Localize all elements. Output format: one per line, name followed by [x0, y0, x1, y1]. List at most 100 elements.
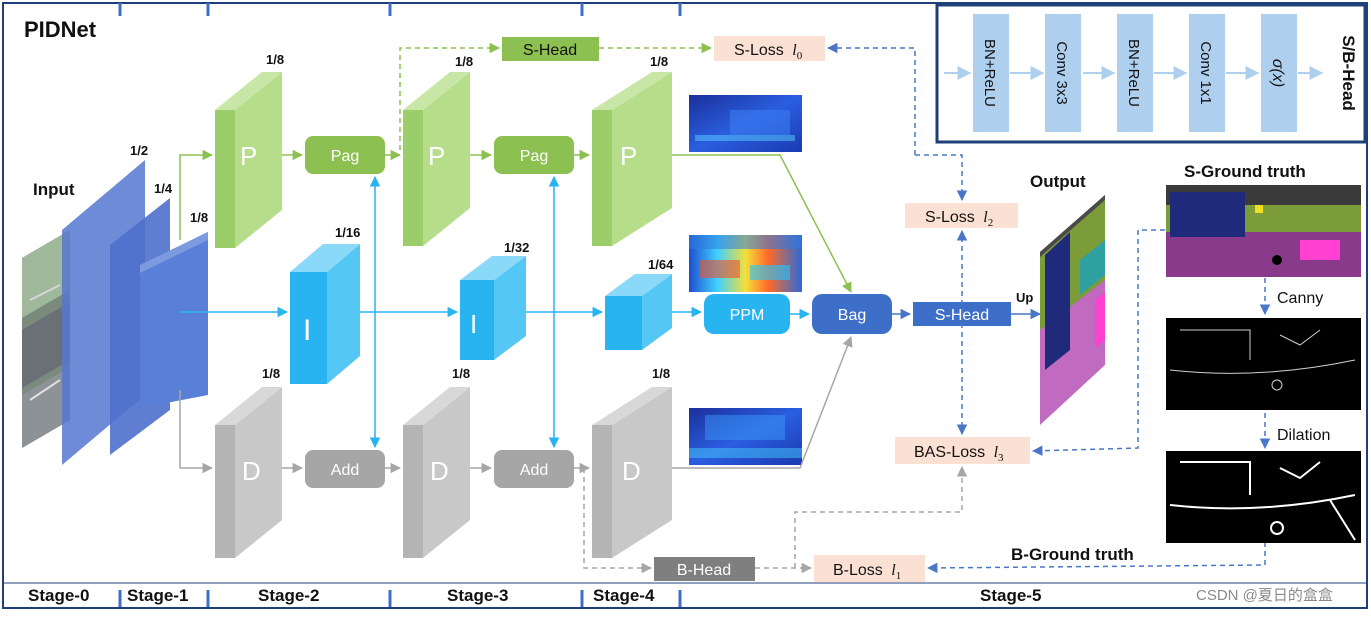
scale-label-p3: 1/8	[650, 54, 668, 69]
diagram-title: PIDNet	[24, 17, 97, 42]
s-loss-2-text: S-Loss	[925, 209, 975, 226]
d-branch-block-2: D	[403, 387, 470, 558]
bag-module: Bag	[812, 294, 892, 334]
svg-text:S-Loss l0: S-Loss l0	[734, 42, 803, 62]
b-head-label: B-Head	[677, 562, 731, 579]
stage-label-0: Stage-0	[28, 586, 89, 605]
scale-label-p1: 1/8	[266, 52, 284, 67]
i-branch-block-3	[605, 274, 672, 350]
head-legend: BN+ReLU Conv 3x3 BN+ReLU Conv 1x1 σ(x) S…	[935, 3, 1367, 144]
b-loss-1-box: B-Loss l1	[814, 555, 925, 582]
p-branch-block-3: P	[592, 72, 672, 246]
p-branch-block-1: P	[215, 72, 282, 248]
d-branch-block-3: D	[592, 387, 672, 558]
stage0-feature-stack	[62, 160, 208, 465]
s-ground-truth-label: S-Ground truth	[1184, 162, 1306, 181]
s-loss-0-subscript: 0	[797, 50, 803, 62]
output-label: Output	[1030, 172, 1086, 191]
stage-label-5: Stage-5	[980, 586, 1041, 605]
legend-block-bn-relu-2: BN+ReLU	[1125, 39, 1142, 107]
p-feature-map	[689, 95, 802, 152]
scale-label-thirtysecond: 1/32	[504, 240, 529, 255]
s-loss-0-text: S-Loss	[734, 42, 784, 59]
d-branch-mark-2: D	[430, 456, 449, 486]
i-feature-map	[689, 235, 802, 292]
b-loss-1-text: B-Loss	[833, 562, 883, 579]
b-ground-truth-label: B-Ground truth	[1011, 545, 1134, 564]
canny-edge-image	[1166, 318, 1361, 410]
pag-label-2: Pag	[520, 148, 548, 165]
scale-label-half: 1/2	[130, 143, 148, 158]
stage-label-4: Stage-4	[593, 586, 655, 605]
scale-label-p2: 1/8	[455, 54, 473, 69]
ppm-label: PPM	[730, 307, 765, 324]
b-loss-1-subscript: 1	[896, 570, 902, 582]
bas-loss-3-text: BAS-Loss	[914, 444, 985, 461]
s-loss-2-subscript: 2	[988, 217, 994, 229]
bas-loss-3-box: BAS-Loss l3	[895, 437, 1030, 464]
d-branch-mark-3: D	[622, 456, 641, 486]
d-branch-mark-1: D	[242, 456, 261, 486]
i-branch-mark-1: I	[303, 314, 311, 347]
pag-module-1: Pag	[305, 136, 385, 174]
input-label: Input	[33, 180, 75, 199]
dilation-label: Dilation	[1277, 427, 1330, 444]
s-ground-truth-image	[1166, 185, 1361, 277]
add-label-2: Add	[520, 462, 548, 479]
p-branch-arrows	[179, 42, 852, 293]
input-image	[22, 230, 70, 448]
s-loss-0-box: S-Loss l0	[714, 36, 825, 62]
d-branch-arrows	[179, 336, 968, 574]
d-feature-map	[689, 408, 802, 465]
stage-label-2: Stage-2	[258, 586, 319, 605]
i-branch-arrows	[180, 175, 811, 449]
scale-label-sixtyfourth: 1/64	[648, 257, 674, 272]
stage-label-1: Stage-1	[127, 586, 188, 605]
d-branch-block-1: D	[215, 387, 282, 558]
stage-label-3: Stage-3	[447, 586, 508, 605]
legend-block-conv3x3: Conv 3x3	[1053, 41, 1070, 104]
watermark-text: CSDN @夏日的盒盒	[1196, 587, 1333, 604]
canny-label: Canny	[1277, 290, 1323, 307]
s-head-top-module: S-Head	[502, 37, 599, 61]
legend-title: S/B-Head	[1339, 35, 1358, 111]
scale-label-sixteenth: 1/16	[335, 225, 360, 240]
i-branch-block-1: I	[290, 244, 360, 384]
scale-label-d2: 1/8	[452, 366, 470, 381]
scale-label-d1: 1/8	[262, 366, 280, 381]
scale-label-d3: 1/8	[652, 366, 670, 381]
svg-text:B-Loss l1: B-Loss l1	[833, 562, 901, 582]
s-loss-2-symbol: l	[983, 209, 988, 226]
bas-loss-3-subscript: 3	[998, 452, 1004, 464]
p-branch-block-2: P	[403, 72, 470, 246]
ppm-module: PPM	[704, 294, 790, 334]
i-branch-block-2: I	[460, 256, 526, 360]
add-label-1: Add	[331, 462, 359, 479]
svg-text:BAS-Loss l3: BAS-Loss l3	[914, 444, 1004, 464]
pag-label-1: Pag	[331, 148, 359, 165]
i-branch-mark-2: I	[470, 309, 477, 339]
legend-block-sigmoid: σ(x)	[1269, 59, 1286, 87]
outer-frame	[2, 2, 1368, 609]
scale-label-quarter: 1/4	[154, 181, 173, 196]
scale-label-eighth-stage1: 1/8	[190, 210, 208, 225]
s-loss-0-symbol: l	[792, 42, 797, 59]
add-module-2: Add	[494, 450, 574, 488]
up-label: Up	[1016, 290, 1033, 305]
add-module-1: Add	[305, 450, 385, 488]
pag-module-2: Pag	[494, 136, 574, 174]
s-head-top-label: S-Head	[523, 42, 577, 59]
dilation-edge-image	[1166, 451, 1361, 543]
p-branch-mark-3: P	[620, 141, 637, 171]
legend-block-bn-relu-1: BN+ReLU	[981, 39, 998, 107]
bas-loss-3-symbol: l	[994, 444, 999, 461]
output-image	[1040, 195, 1105, 425]
svg-text:S-Loss l2: S-Loss l2	[925, 209, 993, 229]
legend-block-conv1x1: Conv 1x1	[1197, 41, 1214, 104]
bag-label: Bag	[838, 307, 866, 324]
supervision-arrows	[826, 42, 1271, 574]
s-loss-2-box: S-Loss l2	[905, 203, 1018, 229]
stage-ticks	[118, 3, 682, 607]
